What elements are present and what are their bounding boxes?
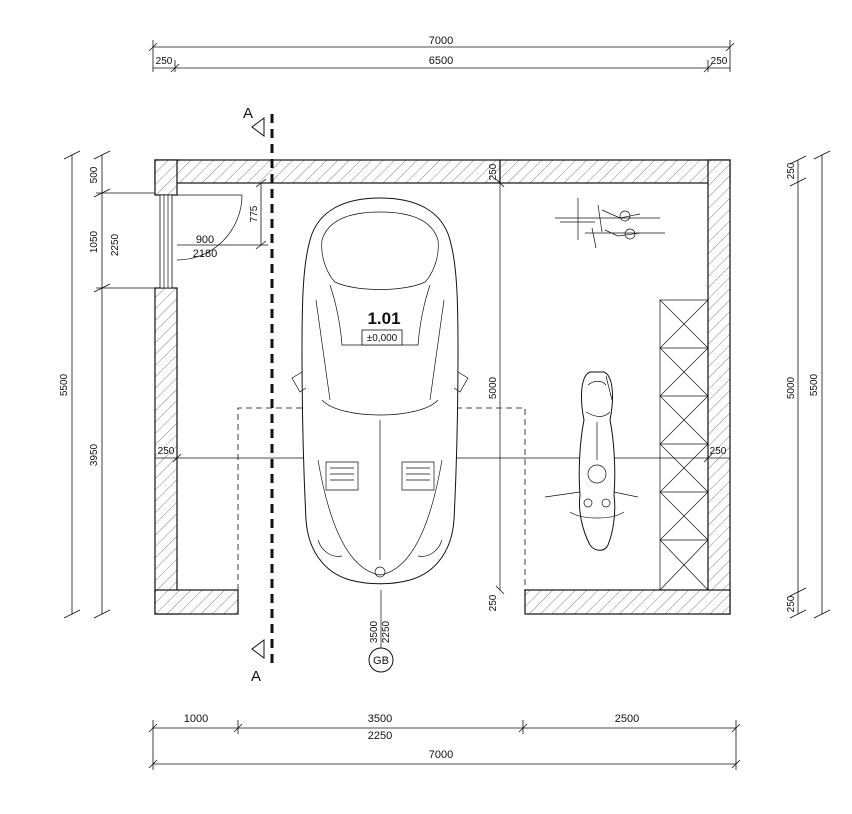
dim-top-right: 250 bbox=[711, 56, 728, 67]
top-dimension-chain: 7000 250 6500 250 bbox=[148, 35, 735, 73]
dim-bottom-middle: 3500 bbox=[368, 713, 392, 725]
dim-left-door-total: 2250 bbox=[110, 233, 121, 256]
dim-bottom-left: 1000 bbox=[184, 713, 208, 725]
room-number: 1.01 bbox=[367, 309, 400, 328]
dim-right-top: 250 bbox=[786, 162, 797, 179]
dim-partition-top-wall: 250 bbox=[488, 163, 499, 180]
dim-right-total: 5500 bbox=[809, 373, 820, 396]
dim-inner-left-wall: 250 bbox=[158, 446, 175, 457]
dim-partition-bottom-wall: 250 bbox=[488, 594, 499, 611]
dim-bottom-middle-sub: 2250 bbox=[368, 730, 392, 742]
dim-door-height: 2180 bbox=[193, 248, 217, 260]
room-level: ±0,000 bbox=[367, 333, 398, 344]
dim-top-overall: 7000 bbox=[429, 35, 453, 47]
dim-left-total: 5500 bbox=[59, 373, 70, 396]
dim-left-upper: 500 bbox=[89, 166, 100, 183]
dim-door-width: 900 bbox=[196, 234, 214, 246]
gate-tag-label: GB bbox=[373, 655, 389, 667]
side-door: 775 900 2180 bbox=[159, 178, 268, 289]
room-stamp: 1.01 ±0,000 bbox=[361, 309, 403, 346]
dim-left-door: 1050 bbox=[89, 230, 100, 253]
section-label-top: A bbox=[243, 105, 253, 122]
right-dimension-chain: 250 5000 250 5500 bbox=[786, 150, 831, 619]
walls bbox=[154, 159, 731, 615]
dim-partition-height: 5000 bbox=[488, 376, 499, 399]
dim-bottom-right: 2500 bbox=[615, 713, 639, 725]
car-icon bbox=[291, 197, 469, 585]
dim-door-offset: 775 bbox=[249, 205, 260, 222]
dim-right-bottom: 250 bbox=[786, 595, 797, 612]
storage-shelving bbox=[659, 299, 709, 591]
dim-left-lower: 3950 bbox=[89, 443, 100, 466]
left-dimension-chain: 5500 500 1050 2250 3950 bbox=[59, 150, 156, 619]
bicycle-icon bbox=[555, 198, 665, 249]
dim-bottom-overall: 7000 bbox=[429, 749, 453, 761]
dim-inner-right-wall: 250 bbox=[710, 446, 727, 457]
dim-right-inner: 5000 bbox=[786, 376, 797, 399]
gate-tag: 3500 2250 GB bbox=[368, 590, 394, 673]
dim-gate-width: 3500 bbox=[369, 620, 380, 643]
section-label-bottom: A bbox=[251, 668, 261, 685]
partition-dimension: 250 5000 250 bbox=[488, 163, 505, 611]
dim-top-left: 250 bbox=[156, 56, 173, 67]
section-marker-a: A A bbox=[243, 105, 274, 685]
dim-top-middle: 6500 bbox=[429, 55, 453, 67]
dim-gate-height: 2250 bbox=[381, 620, 392, 643]
bottom-dimension-chain: 1000 3500 2250 2500 7000 bbox=[148, 713, 741, 770]
motorcycle-icon bbox=[544, 371, 639, 551]
